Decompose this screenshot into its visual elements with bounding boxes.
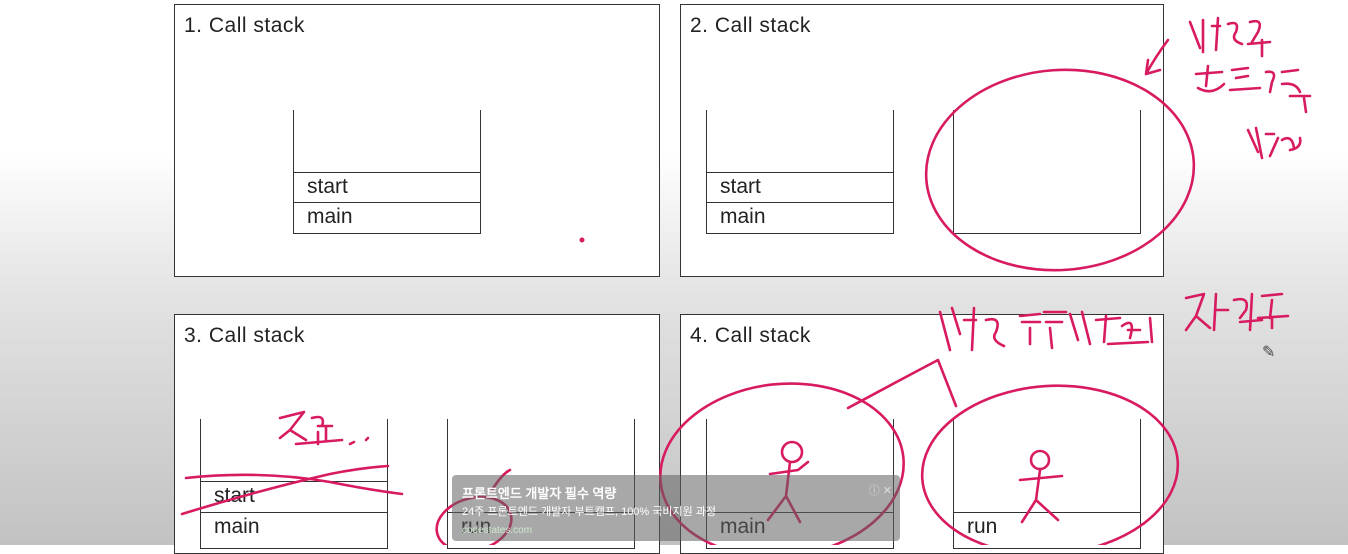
pencil-cursor-icon: ✎ (1262, 344, 1276, 361)
call-stack: run (953, 419, 1141, 549)
stack-frame: main (294, 202, 480, 232)
panel-title: 4. Call stack (690, 324, 811, 347)
close-icon[interactable]: ✕ (882, 485, 892, 497)
stack-frame: start (294, 172, 480, 202)
stack-frame: run (954, 512, 1140, 542)
ad-url[interactable]: codestates.com (462, 525, 533, 536)
ad-title[interactable]: 프론트엔드 개발자 필수 역량 (462, 486, 617, 501)
call-stack: start main (200, 419, 388, 549)
call-stack-panel-1: 1. Call stack start main (174, 4, 660, 277)
stack-frame: start (201, 481, 387, 511)
info-icon[interactable]: ⓘ (868, 485, 880, 497)
stack-frame: main (707, 202, 893, 232)
ad-banner[interactable]: 프론트엔드 개발자 필수 역량 24주 프론트엔드 개발자 부트캠프, 100%… (452, 475, 900, 541)
call-stack-panel-2: 2. Call stack start main (680, 4, 1164, 277)
panel-title: 2. Call stack (690, 14, 811, 37)
note-new-stack (1144, 16, 1312, 160)
stack-frame: start (707, 172, 893, 202)
call-stack: start main (293, 110, 481, 234)
note-work (1184, 292, 1290, 332)
stack-frame: main (201, 512, 387, 542)
ad-description[interactable]: 24주 프론트엔드 개발자 부트캠프, 100% 국비지원 과정 (462, 506, 717, 518)
ad-controls: ⓘ ✕ (869, 482, 892, 498)
new-call-stack (953, 110, 1141, 234)
panel-title: 1. Call stack (184, 14, 305, 37)
panel-title: 3. Call stack (184, 324, 305, 347)
call-stack: start main (706, 110, 894, 234)
